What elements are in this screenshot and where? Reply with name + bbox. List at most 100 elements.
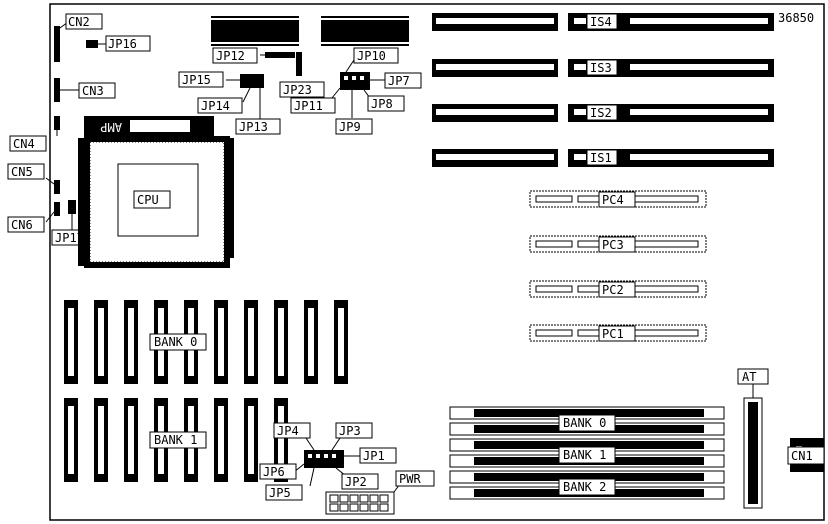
svg-text:JP17: JP17 <box>55 231 84 245</box>
svg-text:JP11: JP11 <box>294 99 323 113</box>
amp-strip: AMP <box>84 116 214 136</box>
connector-cn6 <box>45 202 60 223</box>
svg-text:JP14: JP14 <box>201 99 230 113</box>
simm-sockets-bank0 <box>64 300 348 384</box>
svg-text:JP2: JP2 <box>345 475 367 489</box>
label-cpu: CPU <box>133 190 171 209</box>
label-is1: IS1 <box>586 149 618 166</box>
svg-text:CN4: CN4 <box>13 137 35 151</box>
svg-text:BANK 2: BANK 2 <box>563 480 606 494</box>
jumper-jp12 <box>260 52 295 58</box>
jumper-cluster-jp1-jp6 <box>293 437 362 487</box>
connector-cn5 <box>45 177 60 194</box>
label-jp16: JP16 <box>105 35 151 52</box>
label-cn5: CN5 <box>7 163 45 180</box>
svg-text:JP23: JP23 <box>283 83 312 97</box>
label-cn1: CN1 <box>787 446 825 465</box>
label-cn6: CN6 <box>7 216 45 233</box>
jumper-jp15 <box>226 74 248 88</box>
label-pwr: PWR <box>395 470 435 487</box>
svg-text:JP12: JP12 <box>216 49 245 63</box>
svg-text:BANK 1: BANK 1 <box>563 448 606 462</box>
label-dimm-bank0: BANK 0 <box>558 414 616 432</box>
svg-text:PC2: PC2 <box>602 283 624 297</box>
label-jp2: JP2 <box>341 473 379 490</box>
label-jp8: JP8 <box>367 95 405 112</box>
connector-cn3 <box>54 78 80 102</box>
isa-slots <box>432 13 774 167</box>
figure-id: 36850 <box>778 11 814 25</box>
at-connector <box>743 384 763 509</box>
label-pc4: PC4 <box>598 191 636 208</box>
svg-text:CN2: CN2 <box>68 15 90 29</box>
bios-chip-left <box>211 16 299 46</box>
svg-text:PC4: PC4 <box>602 193 624 207</box>
label-jp6: JP6 <box>259 463 297 480</box>
label-jp11: JP11 <box>290 97 336 114</box>
power-connector <box>325 483 401 515</box>
label-at: AT <box>737 368 769 385</box>
svg-text:CN1: CN1 <box>791 449 813 463</box>
label-simm-bank0: BANK 0 <box>149 333 207 351</box>
cpu-socket <box>78 136 234 268</box>
label-jp9: JP9 <box>335 118 373 135</box>
svg-text:CN5: CN5 <box>11 165 33 179</box>
label-is4: IS4 <box>586 13 618 30</box>
svg-text:PWR: PWR <box>399 472 421 486</box>
svg-text:JP15: JP15 <box>182 73 211 87</box>
label-jp10: JP10 <box>353 47 399 64</box>
svg-text:JP16: JP16 <box>108 37 137 51</box>
label-simm-bank1: BANK 1 <box>149 431 207 449</box>
svg-text:AT: AT <box>742 370 756 384</box>
label-is3: IS3 <box>586 59 618 76</box>
label-jp1: JP1 <box>359 447 397 464</box>
svg-text:IS3: IS3 <box>590 61 612 75</box>
svg-text:JP7: JP7 <box>388 74 410 88</box>
label-cn4: CN4 <box>9 135 47 152</box>
jumper-jp17 <box>68 200 76 230</box>
svg-text:AMP: AMP <box>100 120 122 134</box>
svg-text:JP10: JP10 <box>357 49 386 63</box>
svg-text:IS1: IS1 <box>590 151 612 165</box>
label-dimm-bank2: BANK 2 <box>558 478 616 496</box>
label-is2: IS2 <box>586 104 618 121</box>
svg-text:BANK 1: BANK 1 <box>154 433 197 447</box>
label-jp4: JP4 <box>273 422 311 439</box>
svg-text:JP3: JP3 <box>339 424 361 438</box>
label-cn3: CN3 <box>78 82 116 99</box>
connector-cn4 <box>54 116 60 136</box>
label-dimm-bank1: BANK 1 <box>558 446 616 464</box>
label-pc2: PC2 <box>598 281 636 298</box>
svg-text:JP5: JP5 <box>269 486 291 500</box>
label-jp14: JP14 <box>197 97 243 114</box>
svg-text:CN6: CN6 <box>11 218 33 232</box>
svg-text:JP8: JP8 <box>371 97 393 111</box>
jumper-jp14 <box>242 74 256 103</box>
label-jp7: JP7 <box>384 72 422 89</box>
svg-text:JP9: JP9 <box>339 120 361 134</box>
bios-chip-right <box>321 16 409 46</box>
jumper-cluster-jp7-jp11 <box>331 59 386 118</box>
svg-text:CPU: CPU <box>137 193 159 207</box>
label-jp12: JP12 <box>212 47 258 64</box>
svg-text:PC3: PC3 <box>602 238 624 252</box>
jumper-jp13 <box>256 74 264 120</box>
label-cn2: CN2 <box>65 13 103 30</box>
label-jp23: JP23 <box>279 81 325 98</box>
svg-text:JP6: JP6 <box>263 465 285 479</box>
svg-text:PC1: PC1 <box>602 327 624 341</box>
label-jp3: JP3 <box>335 422 373 439</box>
svg-text:CN3: CN3 <box>82 84 104 98</box>
label-pc3: PC3 <box>598 236 636 253</box>
svg-text:JP4: JP4 <box>277 424 299 438</box>
svg-text:JP13: JP13 <box>239 120 268 134</box>
label-pc1: PC1 <box>598 325 636 342</box>
label-jp15: JP15 <box>178 71 224 88</box>
svg-text:BANK 0: BANK 0 <box>563 416 606 430</box>
svg-text:IS2: IS2 <box>590 106 612 120</box>
svg-text:BANK 0: BANK 0 <box>154 335 197 349</box>
svg-text:IS4: IS4 <box>590 15 612 29</box>
jumper-jp16 <box>86 40 106 48</box>
svg-text:JP1: JP1 <box>363 449 385 463</box>
